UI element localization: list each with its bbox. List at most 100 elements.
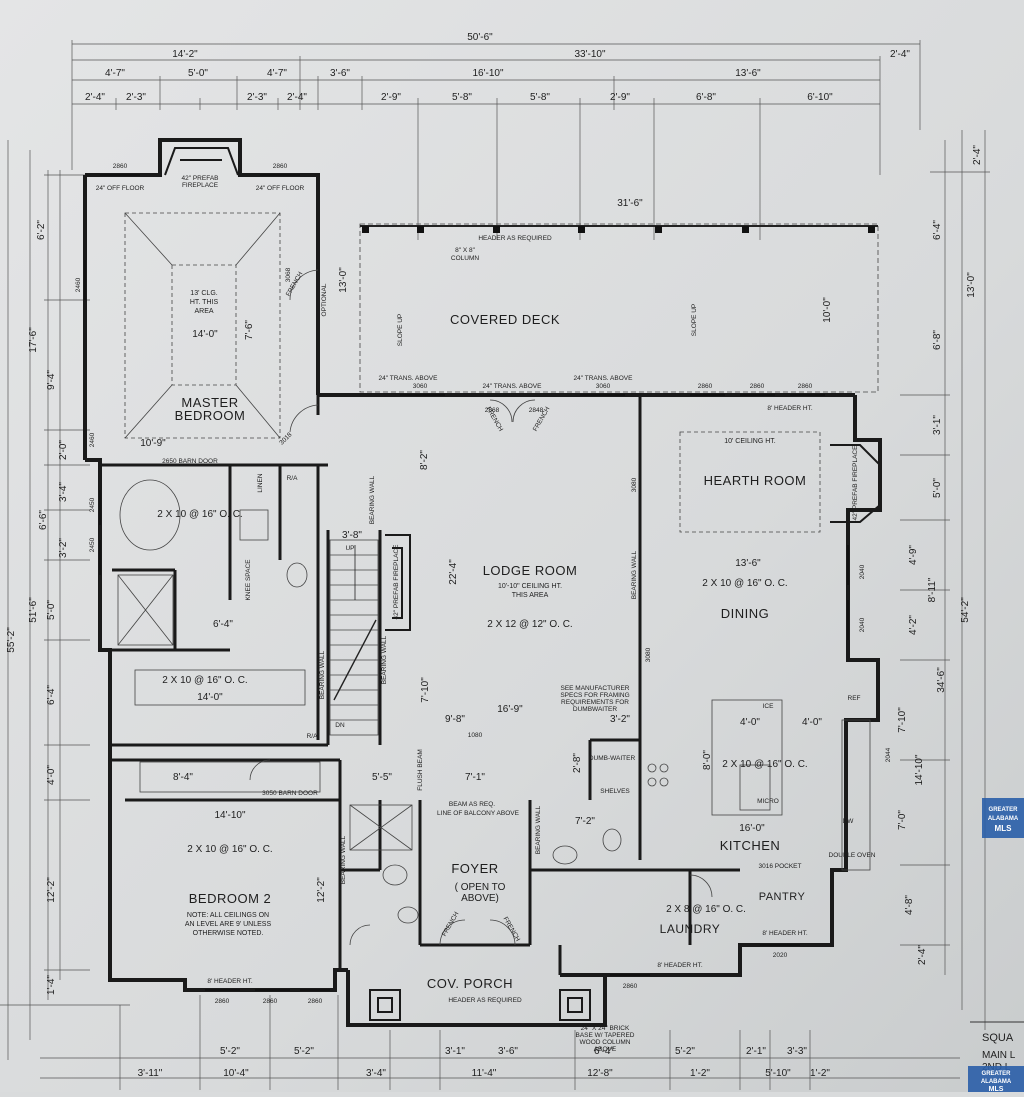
- note-brick-2: BASE W/ TAPERED: [576, 1032, 635, 1039]
- note-clg13-2: HT. THIS: [190, 299, 219, 306]
- rd-stair-w: 3'-8": [342, 530, 362, 541]
- dim-bot-2c: 3'-4": [366, 1068, 386, 1079]
- note-barn-door-1: 2650 BARN DOOR: [162, 458, 218, 465]
- wm1-line1: GREATER: [989, 807, 1019, 813]
- room-cov-porch: COV. PORCH: [427, 976, 513, 991]
- rd-bed2-h: 12'-2": [316, 877, 327, 903]
- dim-right-4-9: 4'-9": [908, 545, 919, 565]
- room-master-bedroom-2: BEDROOM: [175, 408, 246, 423]
- rd-island-1: 4'-0": [740, 717, 760, 728]
- note-hearth-clg: 10' CEILING HT.: [724, 438, 776, 445]
- door-2848: 2848: [529, 407, 544, 414]
- dim-bot-1g: 2'-1": [746, 1046, 766, 1057]
- rd-mb-h: 7'-6": [244, 320, 255, 340]
- door-3080-a: 3080: [631, 477, 638, 492]
- covered-deck-outline: [359, 223, 879, 393]
- dim-right-2-4a: 2'-4": [972, 145, 983, 165]
- dim-bot-1e: 6'-4": [594, 1046, 614, 1057]
- note-mfr-2: SPECS FOR FRAMING: [560, 692, 629, 699]
- note-joists-laundry: 2 X 8 @ 16" O. C.: [666, 904, 746, 915]
- win-2860-f: 2860: [215, 998, 230, 1005]
- dim-top-3f: 5'-8": [452, 92, 472, 103]
- rd-lodge-side: 8'-2": [419, 450, 430, 470]
- dim-bot-1a: 5'-2": [220, 1046, 240, 1057]
- wm2-line3: MLS: [989, 1086, 1004, 1092]
- win-2860-a: 2860: [113, 163, 128, 170]
- note-barn-door-2: 3050 BARN DOOR: [262, 790, 318, 797]
- master-tray-ceiling: [124, 212, 281, 439]
- dim-top-1a: 14'-2": [172, 49, 198, 60]
- dim-top-1c: 2'-4": [890, 49, 910, 60]
- label-optional: OPTIONAL: [321, 283, 328, 316]
- room-lodge: LODGE ROOM: [483, 563, 578, 578]
- kitchen-counter: [841, 719, 871, 871]
- rd-kitchen-h: 8'-0": [702, 750, 713, 770]
- dim-bot-2f: 1'-2": [690, 1068, 710, 1079]
- note-mfr-4: DUMBWAITER: [573, 706, 617, 713]
- note-bearing-6: BEARING WALL: [535, 805, 542, 854]
- note-prefab-master-1: 42" PREFAB: [182, 175, 219, 182]
- note-header-req-porch: HEADER AS REQUIRED: [448, 997, 522, 1004]
- dim-top-1b: 33'-10": [574, 49, 605, 60]
- dim-bot-1b: 5'-2": [294, 1046, 314, 1057]
- note-slope-left: SLOPE UP: [397, 314, 404, 347]
- dim-right-7-0: 7'-0": [897, 810, 908, 830]
- dim-left-3-4: 3'-4": [58, 482, 69, 502]
- foyer-sub-1: ( OPEN TO: [455, 882, 506, 893]
- win-2860-g: 2860: [263, 998, 278, 1005]
- dim-top-3e: 2'-9": [381, 92, 401, 103]
- dim-left-51-6: 51'-6": [28, 597, 39, 623]
- win-2450-a: 2450: [89, 497, 96, 512]
- dim-bot-2h: 1'-2": [810, 1068, 830, 1079]
- label-ref: REF: [848, 695, 861, 702]
- window-markers: [84, 174, 849, 991]
- dim-top-3j: 6'-10": [807, 92, 833, 103]
- dim-top-3a: 2'-4": [85, 92, 105, 103]
- hearth-fireplace: [830, 444, 881, 523]
- win-2860-d: 2860: [750, 383, 765, 390]
- deck-posts: [362, 226, 875, 233]
- note-lodge-clg-2: THIS AREA: [512, 592, 549, 599]
- note-joists-bed2: 2 X 10 @ 16" O. C.: [187, 844, 272, 855]
- dim-right-34-6: 34'-6": [936, 667, 947, 693]
- dim-right-4-2: 4'-2": [908, 615, 919, 635]
- note-clg13-1: 13' CLG.: [190, 290, 217, 297]
- win-2860-i: 2860: [623, 983, 638, 990]
- note-bearing-4: BEARING WALL: [381, 635, 388, 684]
- note-off-floor-1: 24" OFF FLOOR: [96, 185, 145, 192]
- note-header-ht-1: 8' HEADER HT.: [767, 405, 813, 412]
- master-fireplace: [164, 147, 239, 176]
- room-foyer: FOYER: [451, 861, 498, 876]
- door-3068: 3068: [285, 267, 292, 282]
- rd-deck-w: 31'-6": [617, 198, 643, 209]
- rd-mb-lower: 10'-9": [140, 438, 166, 449]
- win-3060-b: 3060: [596, 383, 611, 390]
- rd-deck-h: 13'-0": [338, 267, 349, 293]
- rd-lodge-w: 16'-9": [497, 704, 523, 715]
- dim-top-2c: 4'-7": [267, 68, 287, 79]
- dim-top-3h: 2'-9": [610, 92, 630, 103]
- stairs: [329, 539, 379, 736]
- note-prefab-lodge: 42" PREFAB FIREPLACE: [393, 544, 400, 620]
- rd-island-2: 4'-0": [802, 717, 822, 728]
- door-2868: 2868: [485, 407, 500, 414]
- hearth-ceiling-outline: [679, 431, 821, 533]
- label-dumbwaiter: DUMB-WAITER: [589, 755, 636, 762]
- note-flush-beam: FLUSH BEAM: [417, 749, 424, 791]
- note-slope-right: SLOPE UP: [691, 304, 698, 337]
- dim-right-6-8: 6'-8": [932, 330, 943, 350]
- top-dimensions: [71, 40, 921, 240]
- rd-foyer-w: 7'-1": [465, 772, 485, 783]
- dim-top-3d: 2'-4": [287, 92, 307, 103]
- dim-top-2f: 13'-6": [735, 68, 761, 79]
- dim-bot-2b: 10'-4": [223, 1068, 249, 1079]
- note-bearing-5: BEARING WALL: [340, 835, 347, 884]
- rd-9-8: 9'-8": [445, 714, 465, 725]
- win-2044: 2044: [885, 747, 892, 762]
- dim-top-2a: 4'-7": [105, 68, 125, 79]
- dim-right-54-2: 54'-2": [960, 597, 971, 623]
- dim-left-6-2: 6'-2": [36, 220, 47, 240]
- room-bedroom2: BEDROOM 2: [189, 891, 272, 906]
- foyer-sub-2: ABOVE): [461, 893, 499, 904]
- rd-3-2: 3'-2": [610, 714, 630, 725]
